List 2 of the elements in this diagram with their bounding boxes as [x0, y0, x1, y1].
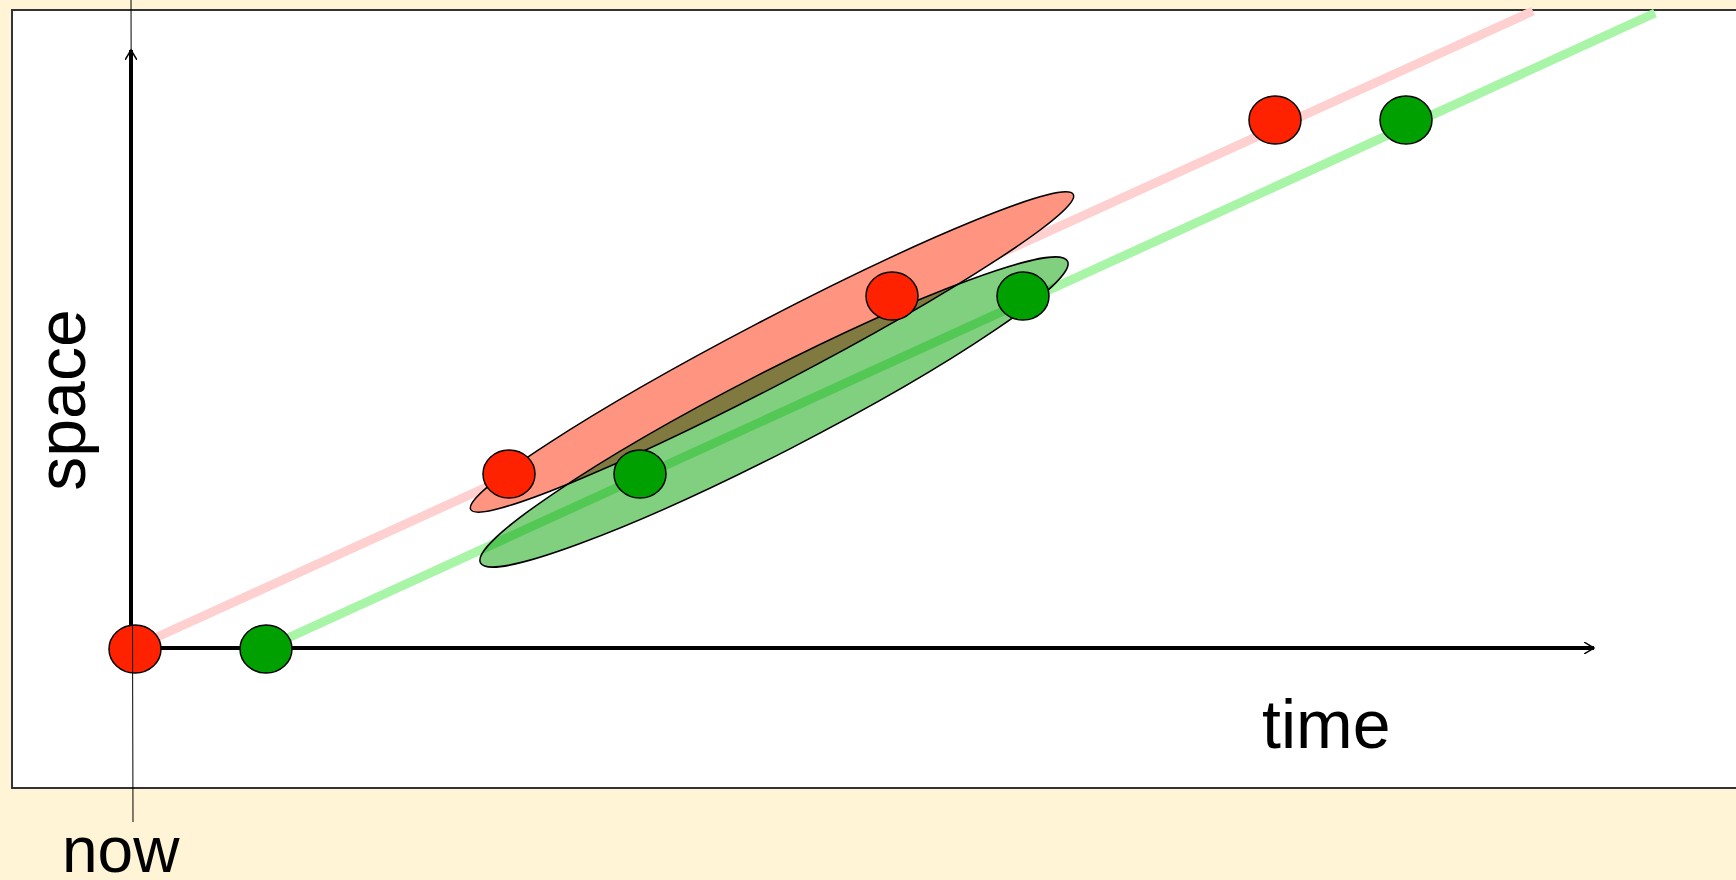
- axis-label: time: [1262, 690, 1391, 758]
- time-marker-label: now: [62, 818, 180, 880]
